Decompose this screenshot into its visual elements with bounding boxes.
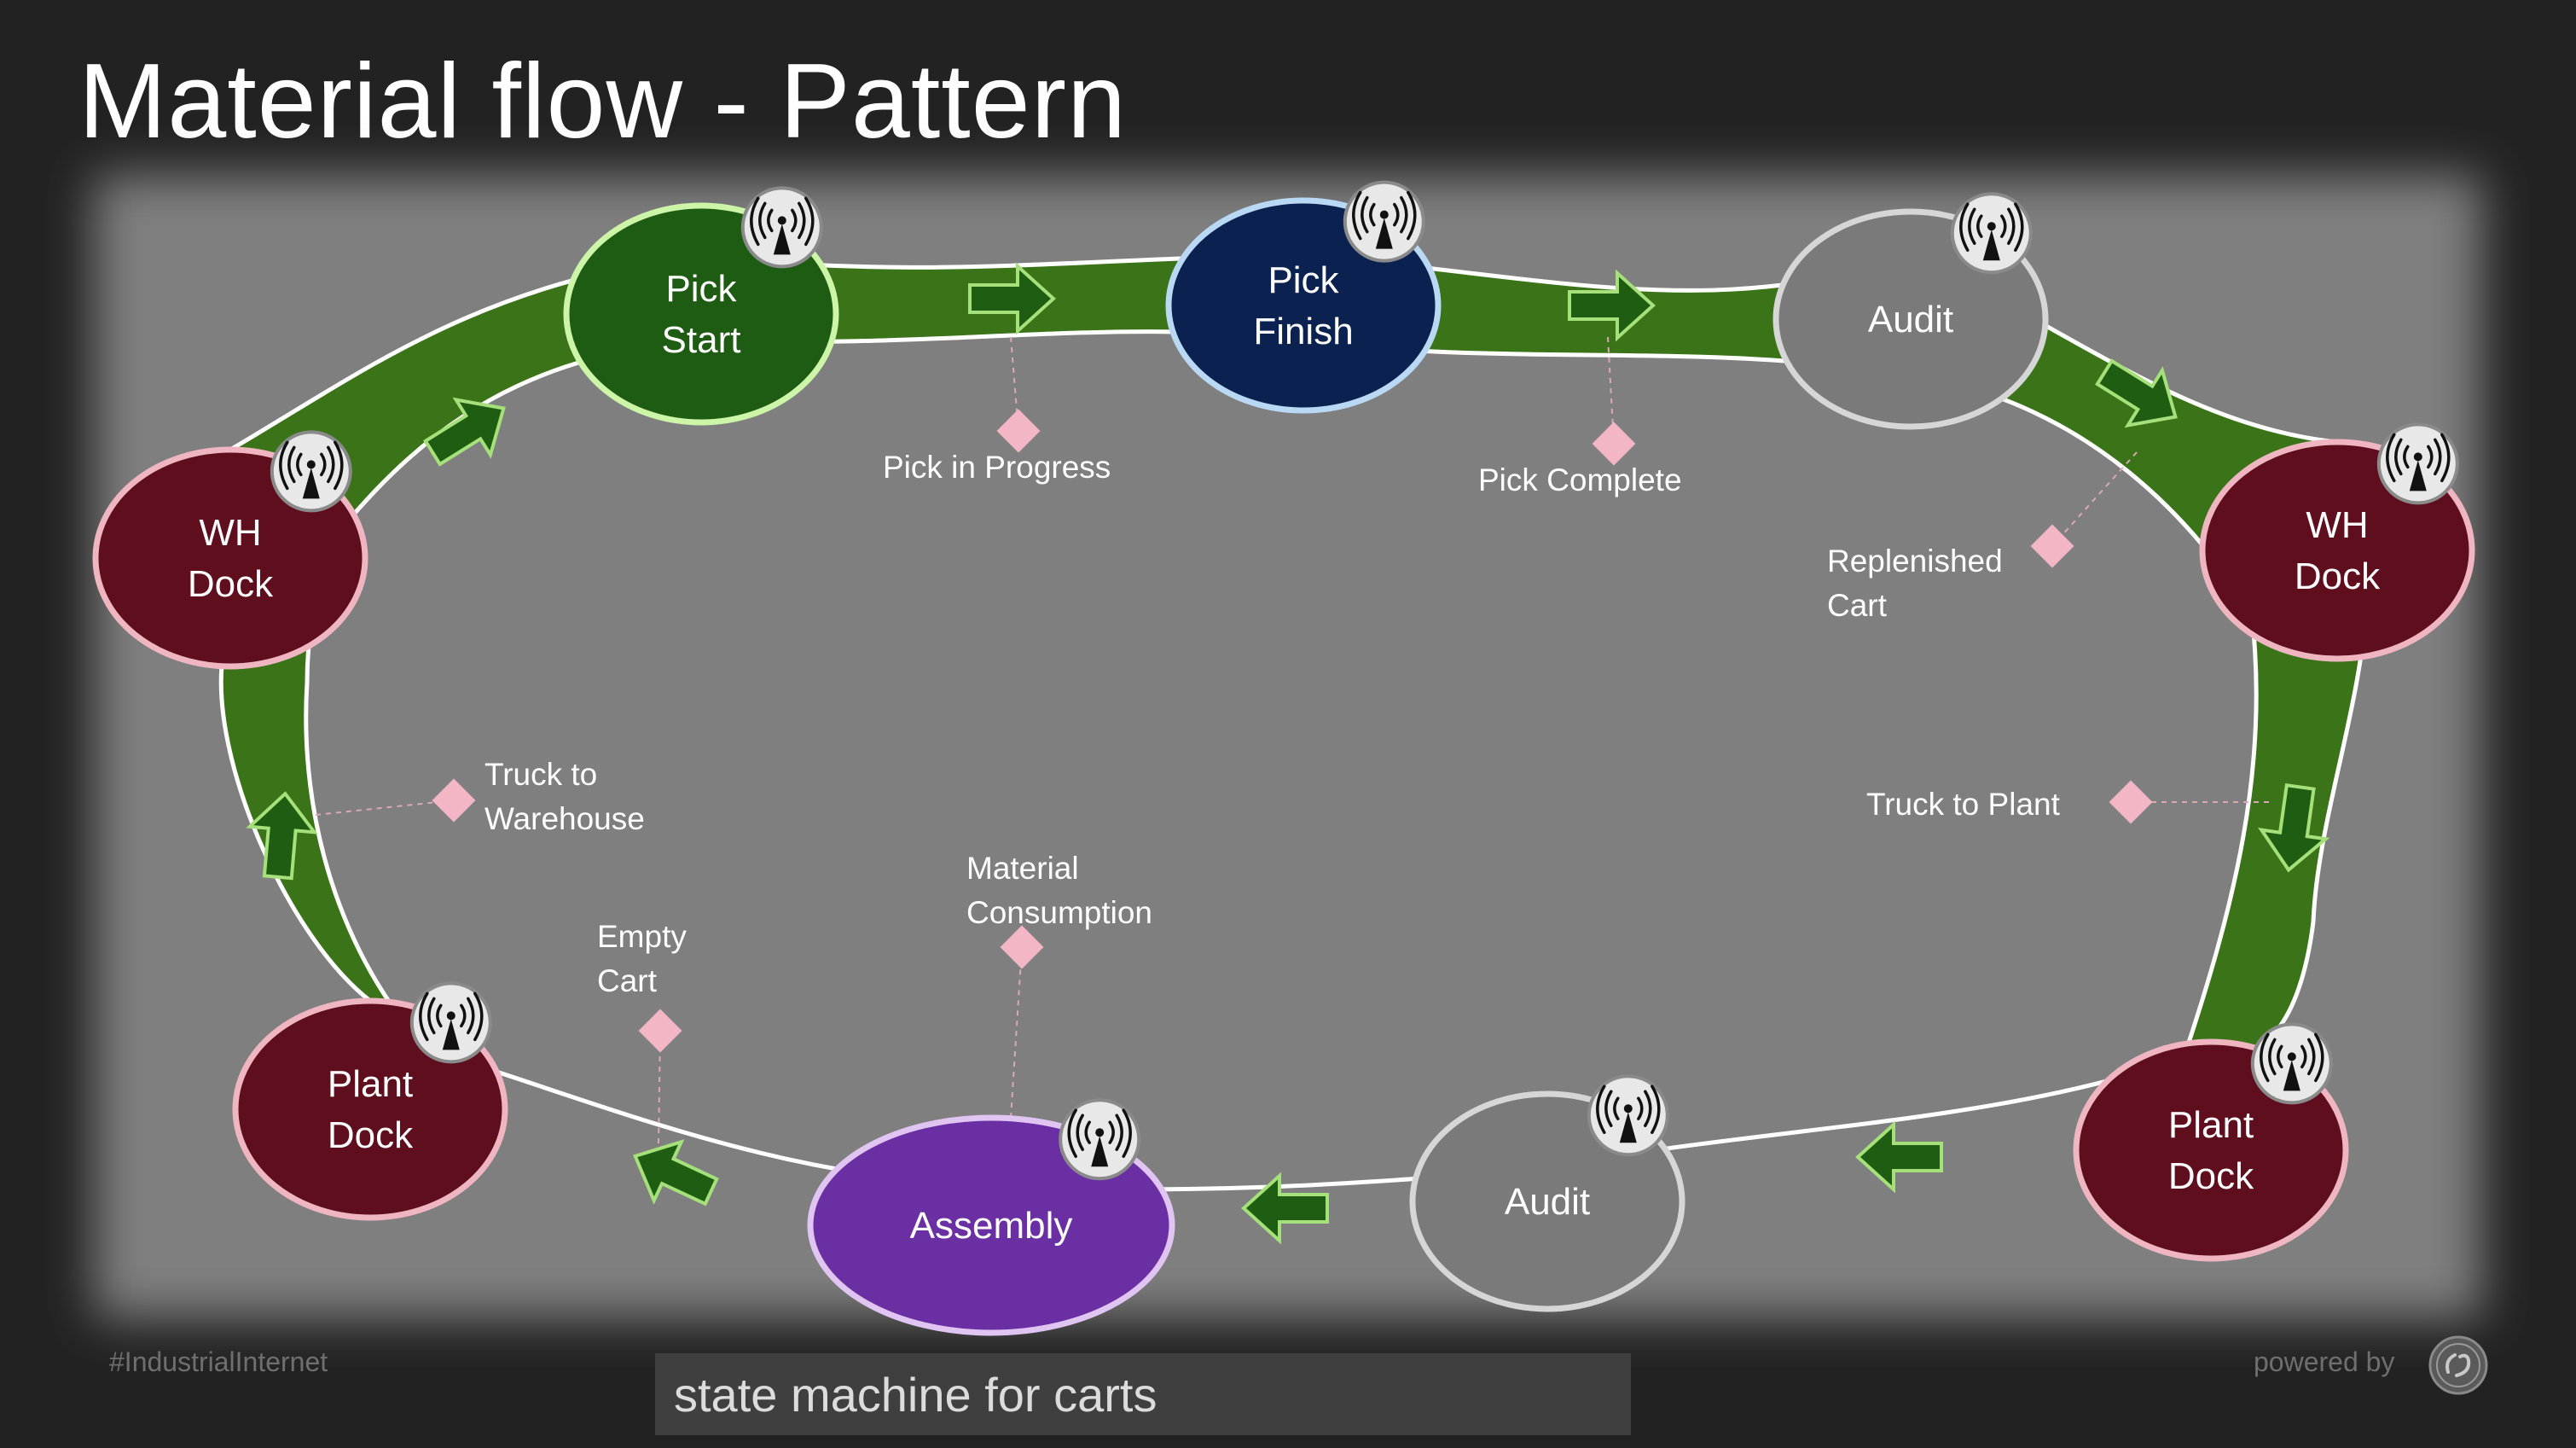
node-label: WH [199,512,261,554]
caption-box: state machine for carts [655,1353,1631,1435]
flow-arrow [246,791,318,881]
state-diamond [996,409,1041,453]
footer-hashtag: #IndustrialInternet [109,1346,328,1377]
state-label: Pick Complete [1478,462,1682,497]
node-audit-top: Audit [1772,192,2049,430]
node-label: Start [662,319,741,361]
rfid-tag-icon [409,981,492,1064]
flow-arrow [2258,782,2330,873]
node-wh-dock-left: WH Dock [92,430,368,670]
state-label: Cart [597,963,658,998]
node-wh-dock-right: WH Dock [2199,422,2475,662]
leader-line [1607,336,1615,445]
flow-arrow [968,262,1056,335]
ge-logo-icon [2428,1335,2488,1395]
state-label: Truck to Plant [1866,787,2061,822]
rfid-tag-icon [270,430,352,513]
node-label: Audit [1868,299,1953,340]
leader-line [315,800,455,816]
state-label: Replenished [1827,544,2003,579]
flow-arrow [1241,1172,1329,1245]
flow-arrow-layer [246,262,2330,1245]
state-label: Pick in Progress [883,450,1111,485]
rfid-tag-icon [1343,180,1425,263]
state-label: Material [966,851,1079,886]
rfid-tag-icon [1059,1098,1141,1181]
state-diamond [1000,925,1044,969]
node-label: WH [2306,504,2368,546]
node-label: Dock [188,563,274,605]
node-label: Audit [1505,1181,1590,1223]
flow-arrow [632,1138,719,1207]
flow-arrow [1855,1120,1943,1194]
state-label: Cart [1827,588,1888,623]
state-pick-in-progress: Pick in Progress [883,409,1111,485]
flow-arrow [2095,358,2178,428]
flow-arrow [1568,269,1656,342]
state-pick-complete: Pick Complete [1478,422,1682,497]
state-diamond [432,778,476,823]
node-label: Assembly [910,1205,1073,1247]
state-diamond [638,1009,682,1053]
node-label: Pick [665,268,737,310]
rfid-tag-icon [2376,422,2459,505]
node-label: Pick [1268,259,1339,301]
node-label: Plant [2168,1104,2254,1146]
flow-arrow [423,397,506,467]
node-label: Finish [1253,311,1353,352]
node-audit-bottom: Audit [1409,1074,1685,1312]
state-label: Empty [597,919,687,954]
state-label: Truck to [484,757,597,792]
node-label: Dock [328,1114,414,1156]
state-diamond [1592,422,1636,466]
node-label: Plant [328,1063,413,1105]
state-label: Warehouse [484,801,645,836]
node-assembly: Assembly [807,1098,1175,1336]
caption-text: state machine for carts [674,1367,1157,1422]
flow-band-inner [304,329,2259,1192]
rfid-tag-icon [1587,1074,1669,1157]
state-truck-to-warehouse: Truck to Warehouse [432,757,645,836]
node-label: Dock [2295,555,2381,597]
rfid-tag-icon [2250,1022,2333,1105]
rfid-tag-icon [1950,192,2033,275]
slide-title: Material flow - Pattern [78,43,1127,160]
node-label: Dock [2168,1155,2254,1197]
leader-line [1010,946,1023,1119]
rfid-tag-icon [740,186,823,269]
powered-by-label: powered by [2254,1346,2395,1377]
state-label: Consumption [966,895,1152,930]
leader-line [2051,451,2138,547]
